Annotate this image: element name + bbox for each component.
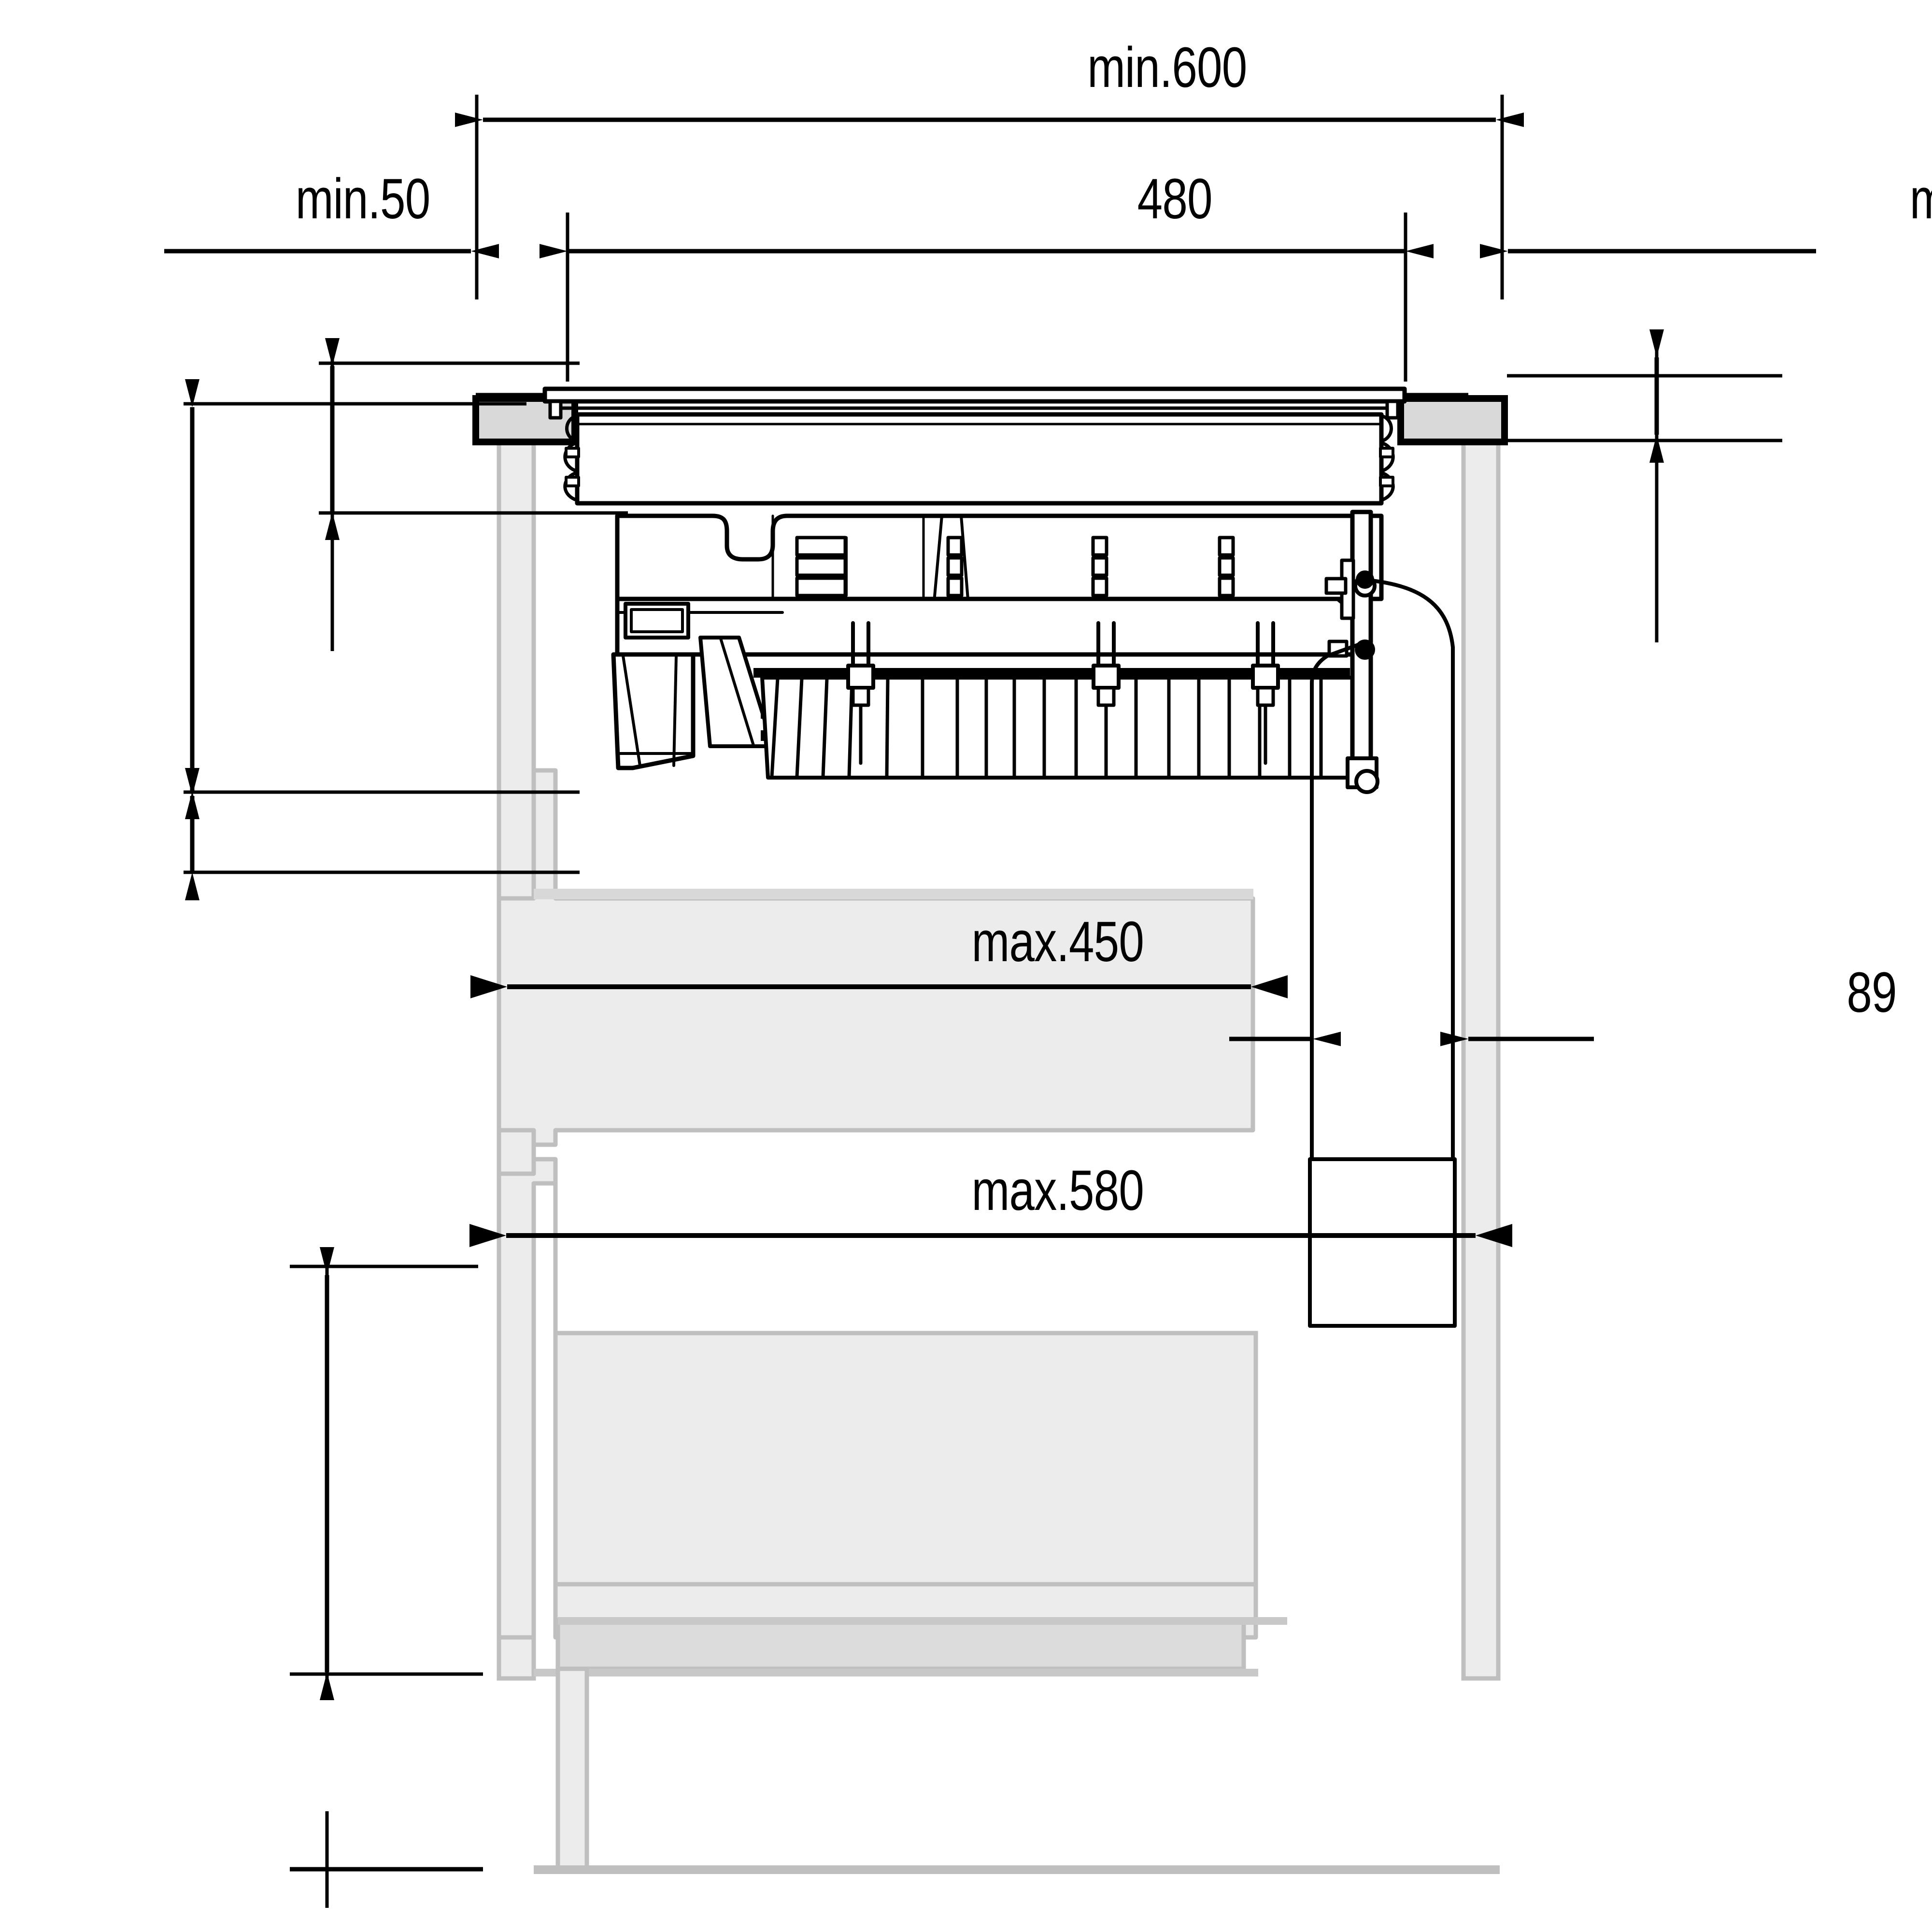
cabinet-plinth bbox=[534, 1617, 1287, 1874]
worktop-slab bbox=[472, 393, 1508, 445]
post-2 bbox=[1092, 621, 1121, 765]
dim-min50-left bbox=[164, 208, 499, 299]
dim-min600 bbox=[455, 95, 1524, 261]
dim-label-max450: max.450 bbox=[972, 909, 1144, 974]
floor-line bbox=[534, 1865, 1500, 1874]
vent-slots-c bbox=[1091, 536, 1108, 597]
dim-236 bbox=[184, 379, 580, 819]
downdraft-fan-housing bbox=[615, 513, 1384, 625]
hob-glass-top bbox=[542, 386, 1407, 420]
lower-drawer-box bbox=[497, 1157, 1258, 1640]
hob-spring-clips-right bbox=[1379, 414, 1395, 501]
dim-480 bbox=[540, 213, 1434, 382]
dim-min50-right bbox=[1480, 208, 1816, 299]
vent-slots-a bbox=[795, 536, 848, 597]
hob-appliance bbox=[542, 386, 1457, 1328]
dim-label-89: 89 bbox=[1847, 960, 1896, 1024]
hob-spring-clips-left bbox=[563, 414, 580, 501]
dim-label-480: 480 bbox=[1137, 167, 1212, 231]
post-3 bbox=[1251, 621, 1280, 765]
filter-mount-posts bbox=[846, 621, 1280, 765]
dim-20-30 bbox=[1507, 329, 1782, 642]
dim-min100 bbox=[290, 1247, 483, 1908]
post-1 bbox=[846, 621, 875, 765]
dim-40 bbox=[184, 768, 580, 900]
dim-label-min50-right: min.50 bbox=[1910, 167, 1932, 231]
hob-body-housing bbox=[575, 412, 1384, 506]
grease-collection-tray bbox=[611, 602, 696, 770]
dim-71 bbox=[319, 338, 628, 651]
upper-drawer-box bbox=[497, 741, 1255, 1147]
cabinet-rear-panel bbox=[1461, 411, 1501, 1681]
vent-slots-d bbox=[1218, 536, 1235, 597]
dimension-layer bbox=[164, 95, 1816, 1908]
dimension-labels: min.600 min.50 480 min.50 236 71 40 20-3… bbox=[296, 35, 1932, 1222]
cabinet-assembly bbox=[497, 411, 1501, 1874]
duct-outlet-box bbox=[1308, 1157, 1457, 1328]
air-outlet-duct bbox=[1310, 578, 1455, 1306]
dim-label-min50-left: min.50 bbox=[296, 167, 430, 231]
dim-label-min600: min.600 bbox=[1087, 35, 1247, 99]
grease-filter-grid bbox=[760, 676, 1354, 780]
vent-slots-b bbox=[946, 536, 964, 597]
dim-label-max580: max.580 bbox=[972, 1158, 1144, 1222]
